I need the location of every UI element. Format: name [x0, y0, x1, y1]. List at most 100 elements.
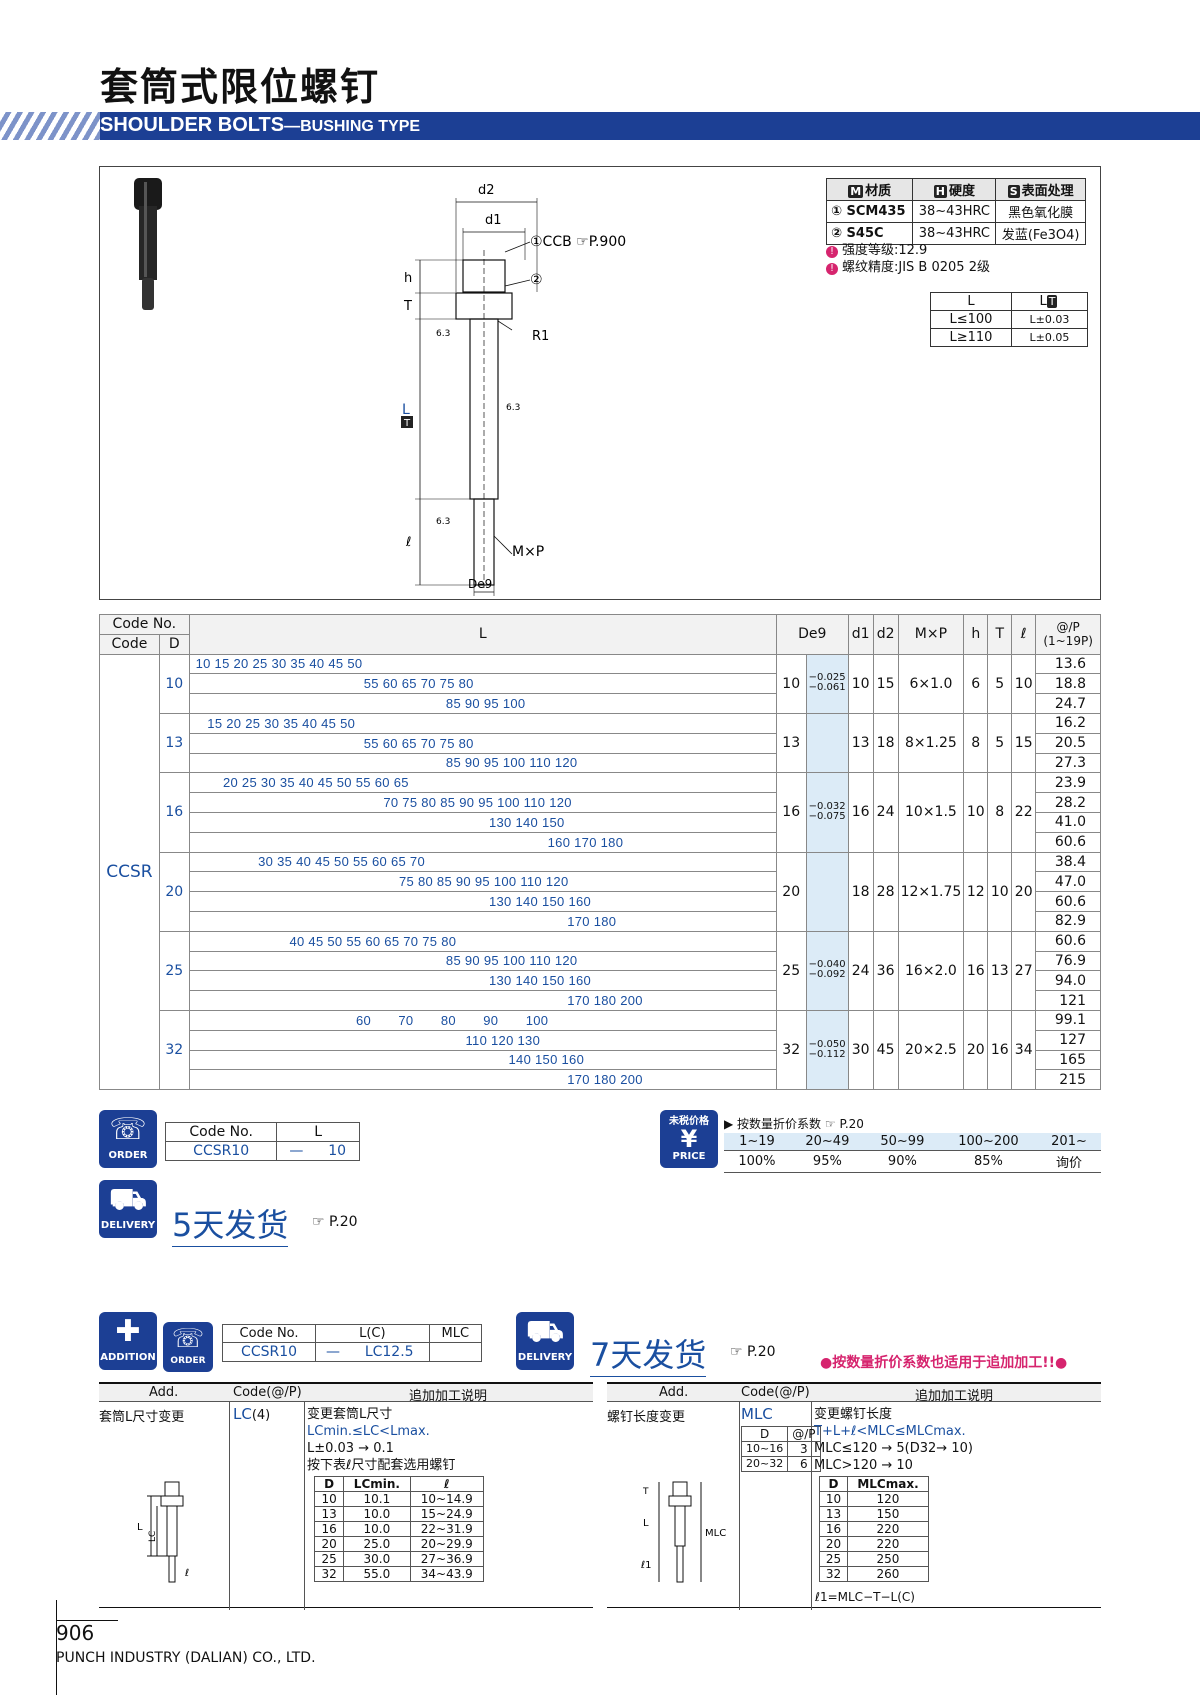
- l-values: 55 60 65 70 75 80: [188, 673, 777, 695]
- l-values: 170 180: [188, 910, 777, 932]
- price-cell: 18.8: [1035, 673, 1101, 695]
- band-title: SHOULDER BOLTS—BUSHING TYPE: [100, 114, 421, 136]
- svg-text:L: L: [643, 1518, 649, 1529]
- delivery-icon-1: ⛟DELIVERY: [99, 1180, 157, 1238]
- qty-range: 1~19: [724, 1133, 790, 1151]
- mxp-cell: 10×1.5: [897, 772, 965, 853]
- l-values: 60 70 80 90 100: [188, 1009, 777, 1031]
- discount-note: ●按数量折价系数也适用于追加加工!!●: [820, 1355, 1068, 1371]
- l-values: 55 60 65 70 75 80: [188, 732, 777, 754]
- price-cell: 13.6: [1035, 653, 1101, 675]
- de-cell: 10: [775, 653, 807, 714]
- add-right-code: MLC: [741, 1405, 773, 1423]
- price-cell: 94.0: [1035, 970, 1101, 992]
- d-cell: 13: [158, 712, 190, 774]
- price-cell: 60.6: [1035, 891, 1101, 912]
- price-cell: 127: [1035, 1029, 1101, 1051]
- qty-rate: 询价: [1037, 1150, 1101, 1173]
- band-stripes: [0, 112, 100, 140]
- price-cell: 24.7: [1035, 693, 1101, 714]
- h-cell: 16: [963, 930, 989, 1011]
- mxp-cell: 16×2.0: [897, 930, 965, 1011]
- tolerance-cell: −0.025−0.061: [805, 653, 849, 714]
- price-cell: 121: [1035, 990, 1101, 1011]
- l-header: L: [188, 614, 777, 655]
- price-cell: 20.5: [1035, 732, 1101, 754]
- order-example: Code No.L CCSR10—10: [164, 1122, 361, 1161]
- l-cell: 15: [1011, 712, 1037, 774]
- dim-h: h: [404, 271, 412, 286]
- l-values: 170 180 200: [188, 990, 777, 1011]
- d2-cell: 36: [872, 930, 899, 1011]
- T-cell: 10: [987, 851, 1013, 932]
- price-cell: 60.6: [1035, 831, 1101, 853]
- l-cell: 34: [1011, 1009, 1037, 1091]
- l-cell: 20: [1011, 851, 1037, 932]
- add-left-code: LC(4): [233, 1405, 271, 1423]
- de-cell: 20: [775, 851, 807, 932]
- title-band: [0, 112, 1200, 140]
- ccb-ref: ①CCB ☞P.900: [530, 234, 626, 250]
- l-values: 75 80 85 90 95 100 110 120: [188, 871, 777, 893]
- t-header: T: [987, 614, 1013, 655]
- l-cell: 22: [1011, 772, 1037, 853]
- radius-r1: R1: [532, 329, 549, 344]
- page-title: 套筒式限位螺钉: [100, 65, 381, 109]
- l-values: 30 35 40 45 50 55 60 65 70: [188, 851, 777, 873]
- d-cell: 32: [158, 1009, 190, 1091]
- d2-header: d2: [872, 614, 899, 655]
- d2-cell: 28: [872, 851, 899, 932]
- page-number: 906: [56, 1621, 95, 1645]
- addition-left-panel: Add. Code(@/P) 追加加工说明 套筒L尺寸变更 LC(4) 变更套筒…: [99, 1382, 593, 1610]
- price-cell: 28.2: [1035, 792, 1101, 813]
- price-cell: 23.9: [1035, 772, 1101, 794]
- technical-drawing: d2 d1 ①CCB ☞P.900 ② h T R1 L T ℓ M×P De9…: [401, 183, 626, 596]
- svg-text:T: T: [642, 1487, 649, 1497]
- part-2-label: ②: [530, 272, 543, 288]
- qty-range: 20~49: [789, 1133, 865, 1151]
- price-cell: 41.0: [1035, 811, 1101, 833]
- price-cell: 82.9: [1035, 910, 1101, 932]
- qty-rate: 90%: [864, 1150, 940, 1173]
- qty-range: 201~: [1037, 1133, 1101, 1151]
- delivery-days-1: 5天发货: [172, 1200, 289, 1247]
- price-cell: 165: [1035, 1049, 1101, 1071]
- de-cell: 32: [775, 1009, 807, 1091]
- price-cell: 38.4: [1035, 851, 1101, 873]
- order-icon-2: ☏ORDER: [163, 1322, 213, 1372]
- d1-cell: 30: [847, 1009, 874, 1091]
- roughness-2: 6.3: [436, 517, 450, 527]
- svg-text:ℓ: ℓ: [185, 1568, 189, 1579]
- footer-rule: [56, 1600, 57, 1695]
- l-values: 40 45 50 55 60 65 70 75 80: [188, 930, 777, 952]
- code-cell: CCSR: [99, 653, 160, 1091]
- svg-text:ℓ1: ℓ1: [641, 1560, 652, 1571]
- d2-cell: 15: [872, 653, 899, 714]
- thread-mxp: M×P: [512, 544, 544, 560]
- price-cell: 47.0: [1035, 871, 1101, 893]
- T-cell: 16: [987, 1009, 1013, 1091]
- addition-order-example: Code No.L(C)MLC CCSR10—LC12.5: [221, 1324, 483, 1362]
- qty-rate: 100%: [724, 1150, 790, 1173]
- l-values: 85 90 95 100 110 120: [188, 752, 777, 774]
